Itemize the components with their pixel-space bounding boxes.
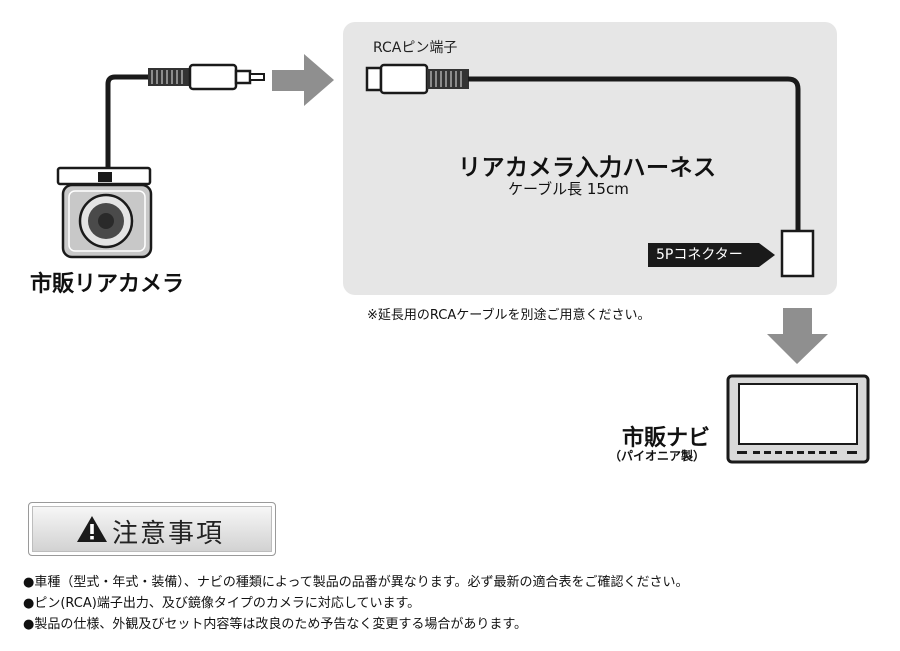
cable-length-label: ケーブル長 15cm (508, 180, 629, 198)
navi-label: 市販ナビ (622, 426, 711, 451)
harness-panel (343, 22, 837, 295)
camera-cable (105, 74, 150, 176)
5p-connector (780, 229, 815, 278)
navi-monitor-icon (726, 374, 870, 464)
caution-item: ●ピン(RCA)端子出力、及び鏡像タイプのカメラに対応しています。 (23, 596, 421, 611)
navi-maker-label: （パイオニア製） (609, 449, 706, 463)
rca-terminal-label: RCAピン端子 (373, 40, 458, 56)
caution-item: ●車種（型式・年式・装備）、ナビの種類によって製品の品番が異なります。必ず最新の… (23, 575, 689, 590)
harness-rca-socket (365, 63, 469, 95)
camera-rca-plug (148, 63, 265, 91)
harness-cable (468, 76, 801, 232)
rca-cable-note: ※延長用のRCAケーブルを別途ご用意ください。 (367, 308, 651, 323)
caution-title: 注意事項 (112, 519, 225, 549)
caution-list: ●車種（型式・年式・装備）、ナビの種類によって製品の品番が異なります。必ず最新の… (23, 572, 689, 635)
down-arrow-icon (767, 308, 828, 364)
connector-pointer (759, 243, 775, 267)
camera-label: 市販リアカメラ (30, 272, 185, 297)
product-name: リアカメラ入力ハーネス (458, 155, 717, 181)
right-arrow-icon (272, 54, 334, 106)
warning-triangle-icon (77, 516, 107, 542)
caution-item: ●製品の仕様、外観及びセット内容等は改良のため予告なく変更する場合があります。 (23, 617, 528, 632)
caution-banner: 注意事項 (28, 502, 276, 556)
connector-label: 5Pコネクター (648, 243, 759, 267)
rear-camera-icon (56, 166, 153, 259)
